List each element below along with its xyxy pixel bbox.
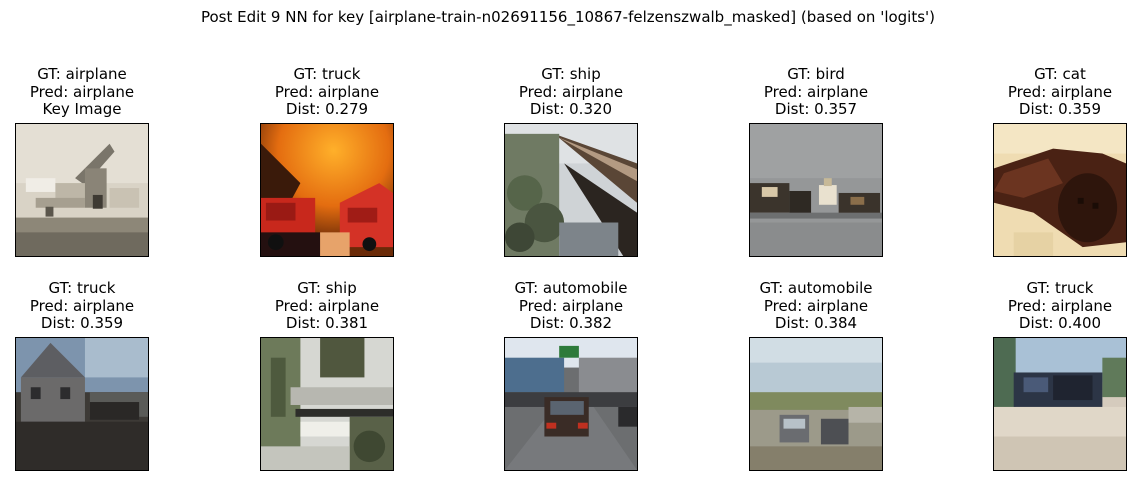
truck-dirt-road-thumbnail — [993, 337, 1127, 471]
panel-caption: GT: ship Pred: airplane Dist: 0.320 — [444, 65, 698, 119]
gt-label: GT: truck — [48, 279, 116, 297]
car-street-thumbnail — [504, 337, 638, 471]
panel-caption: GT: automobile Pred: airplane Dist: 0.38… — [444, 279, 698, 333]
panel-caption: GT: truck Pred: airplane Dist: 0.279 — [200, 65, 454, 119]
dist-label: Dist: 0.400 — [1018, 314, 1102, 332]
pred-label: Pred: airplane — [274, 296, 380, 315]
pred-label: Pred: airplane — [518, 82, 624, 101]
panel-caption: GT: automobile Pred: airplane Dist: 0.38… — [689, 279, 943, 333]
gt-label: GT: bird — [787, 65, 845, 83]
pred-label: Pred: airplane — [763, 296, 869, 315]
gt-label: GT: automobile — [759, 279, 873, 297]
gt-label: GT: ship — [541, 65, 601, 83]
airplane-key-thumbnail — [15, 123, 149, 257]
panel-caption: GT: bird Pred: airplane Dist: 0.357 — [689, 65, 943, 119]
pred-label: Pred: airplane — [274, 82, 380, 101]
panel-caption: GT: cat Pred: airplane Dist: 0.359 — [933, 65, 1136, 119]
pred-label: Pred: airplane — [518, 296, 624, 315]
gt-label: GT: ship — [297, 279, 357, 297]
dist-label: Dist: 0.279 — [285, 100, 369, 118]
pred-label: Pred: airplane — [1007, 82, 1113, 101]
ship-tree-thumbnail — [260, 337, 394, 471]
dist-label: Dist: 0.382 — [529, 314, 613, 332]
pred-label: Pred: airplane — [29, 296, 135, 315]
figure-title: Post Edit 9 NN for key [airplane-train-n… — [200, 8, 936, 26]
panel-caption: GT: ship Pred: airplane Dist: 0.381 — [200, 279, 454, 333]
dist-label: Dist: 0.357 — [774, 100, 858, 118]
birds-thumbnail — [749, 123, 883, 257]
key-image-label: Key Image — [42, 100, 122, 118]
panel-caption: GT: airplane Pred: airplane Key Image — [0, 65, 209, 119]
gt-label: GT: automobile — [514, 279, 628, 297]
dist-label: Dist: 0.384 — [774, 314, 858, 332]
dist-label: Dist: 0.359 — [1018, 100, 1102, 118]
pred-label: Pred: airplane — [29, 82, 135, 101]
dist-label: Dist: 0.359 — [40, 314, 124, 332]
gt-label: GT: truck — [293, 65, 361, 83]
gt-label: GT: cat — [1034, 65, 1086, 83]
pred-label: Pred: airplane — [1007, 296, 1113, 315]
cat-thumbnail — [993, 123, 1127, 257]
parking-lot-thumbnail — [749, 337, 883, 471]
dist-label: Dist: 0.320 — [529, 100, 613, 118]
red-trucks-thumbnail — [260, 123, 394, 257]
gt-label: GT: airplane — [37, 65, 127, 83]
gt-label: GT: truck — [1026, 279, 1094, 297]
ship-hull-thumbnail — [504, 123, 638, 257]
truck-house-thumbnail — [15, 337, 149, 471]
panel-caption: GT: truck Pred: airplane Dist: 0.359 — [0, 279, 209, 333]
pred-label: Pred: airplane — [763, 82, 869, 101]
panel-caption: GT: truck Pred: airplane Dist: 0.400 — [933, 279, 1136, 333]
dist-label: Dist: 0.381 — [285, 314, 369, 332]
